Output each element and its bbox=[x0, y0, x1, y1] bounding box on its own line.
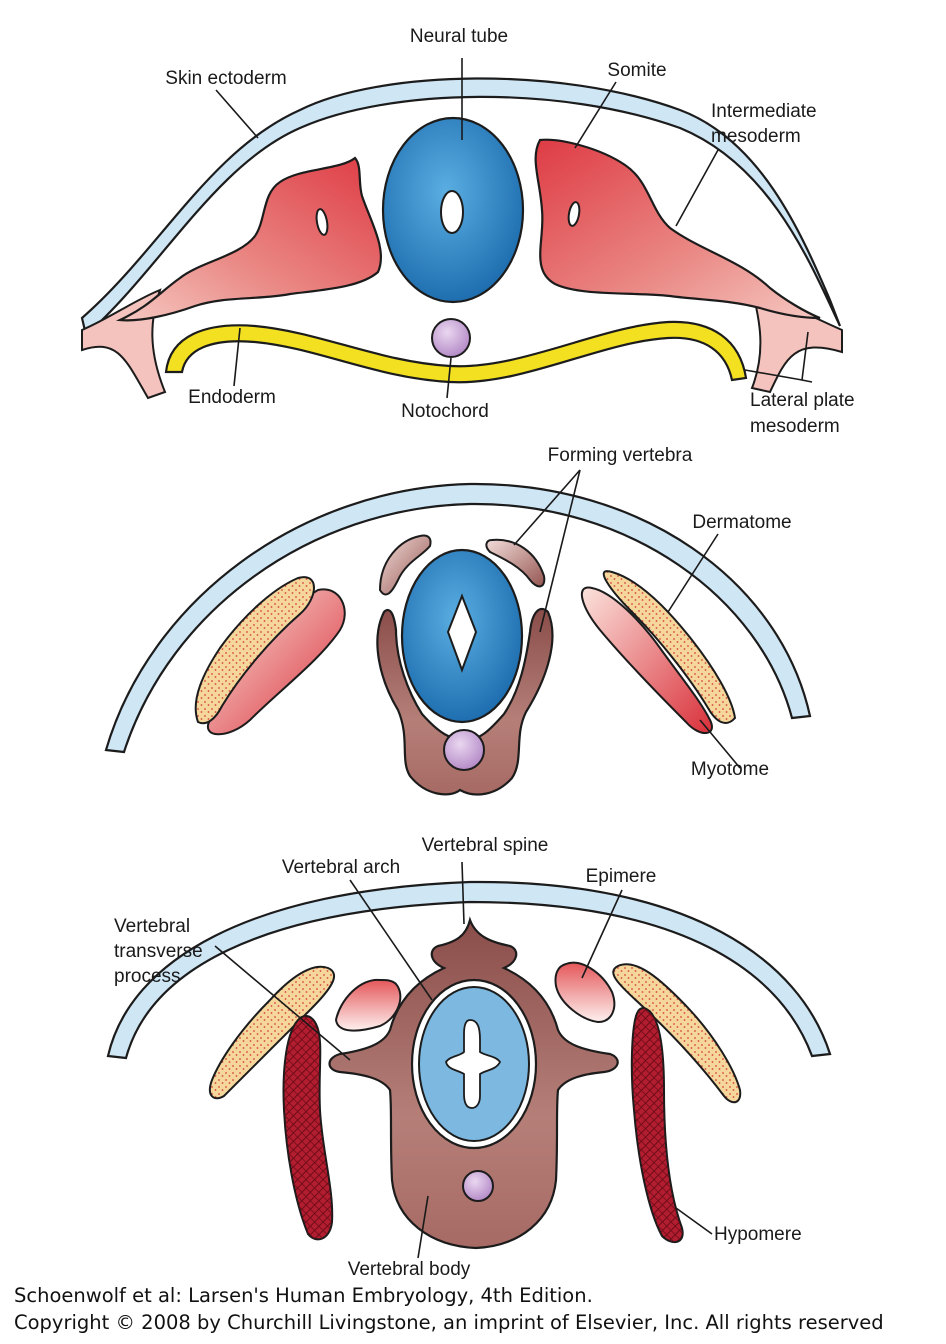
vertebra-upper-right bbox=[485, 538, 546, 588]
dermomyotome-left bbox=[194, 576, 346, 736]
embryology-diagram: Neural tube Skin ectoderm Somite Interme… bbox=[80, 26, 855, 1280]
epimere-right bbox=[554, 961, 616, 1024]
label-myotome: Myotome bbox=[691, 759, 769, 780]
vertebra-upper-left bbox=[378, 534, 432, 596]
label-endoderm: Endoderm bbox=[188, 387, 276, 408]
label-epimere: Epimere bbox=[586, 866, 657, 887]
leaders-bottom bbox=[214, 861, 713, 1259]
label-vertebral-spine: Vertebral spine bbox=[422, 835, 549, 856]
label-notochord: Notochord bbox=[401, 401, 489, 422]
label-hypomere: Hypomere bbox=[714, 1224, 802, 1245]
panel-middle bbox=[104, 482, 812, 796]
dermatome-left-bottom bbox=[208, 965, 335, 1100]
ectoderm-arc-bottom bbox=[106, 880, 832, 1060]
credit-line-1: Schoenwolf et al: Larsen's Human Embryol… bbox=[14, 1284, 593, 1307]
leaders-top bbox=[215, 58, 813, 399]
label-transverse-3: process bbox=[114, 966, 181, 987]
label-lateral-plate-2: mesoderm bbox=[750, 416, 840, 437]
label-skin-ectoderm: Skin ectoderm bbox=[165, 68, 286, 89]
skin-ectoderm-shape bbox=[80, 77, 842, 338]
label-vertebral-body: Vertebral body bbox=[348, 1259, 471, 1280]
label-forming-vertebra: Forming vertebra bbox=[548, 445, 693, 466]
dermatome-right-bottom bbox=[612, 963, 742, 1104]
neural-canal-shape bbox=[440, 190, 464, 234]
somite-right-shape bbox=[534, 138, 821, 320]
leaders-middle bbox=[513, 469, 741, 769]
spinal-canal-shape bbox=[445, 1019, 502, 1109]
label-vertebral-arch: Vertebral arch bbox=[282, 857, 400, 878]
somite-right-cavity bbox=[567, 201, 581, 227]
panel-bottom bbox=[106, 880, 832, 1250]
labels-bottom: Vertebral spine Vertebral arch Epimere V… bbox=[114, 835, 802, 1280]
labels-top: Neural tube Skin ectoderm Somite Interme… bbox=[165, 26, 854, 437]
dermomyotome-right bbox=[581, 570, 737, 734]
label-lateral-plate-1: Lateral plate bbox=[750, 390, 855, 411]
panel-top bbox=[80, 77, 843, 400]
ectoderm-arc-middle bbox=[104, 482, 812, 754]
epimere-left bbox=[334, 978, 402, 1032]
labels-middle: Forming vertebra Dermatome Myotome bbox=[548, 445, 792, 780]
label-transverse-2: transverse bbox=[114, 941, 203, 962]
label-intermediate-2: mesoderm bbox=[711, 126, 801, 147]
notochord-middle bbox=[443, 729, 485, 771]
somite-left-cavity bbox=[315, 208, 329, 236]
endoderm-shape bbox=[164, 320, 748, 384]
notochord-shape bbox=[431, 318, 471, 358]
label-transverse-1: Vertebral bbox=[114, 916, 190, 937]
label-neural-tube: Neural tube bbox=[410, 26, 508, 47]
neural-canal-middle bbox=[446, 593, 478, 673]
label-dermatome: Dermatome bbox=[692, 512, 791, 533]
label-somite: Somite bbox=[607, 60, 666, 81]
hypomere-left bbox=[282, 1015, 334, 1241]
label-intermediate-1: Intermediate bbox=[711, 101, 817, 122]
credit-line-2: Copyright © 2008 by Churchill Livingston… bbox=[14, 1311, 884, 1334]
vertebra-lower bbox=[376, 607, 554, 796]
hypomere-right bbox=[630, 1006, 684, 1244]
somite-left-shape bbox=[115, 156, 383, 322]
notochord-bottom bbox=[462, 1170, 494, 1202]
